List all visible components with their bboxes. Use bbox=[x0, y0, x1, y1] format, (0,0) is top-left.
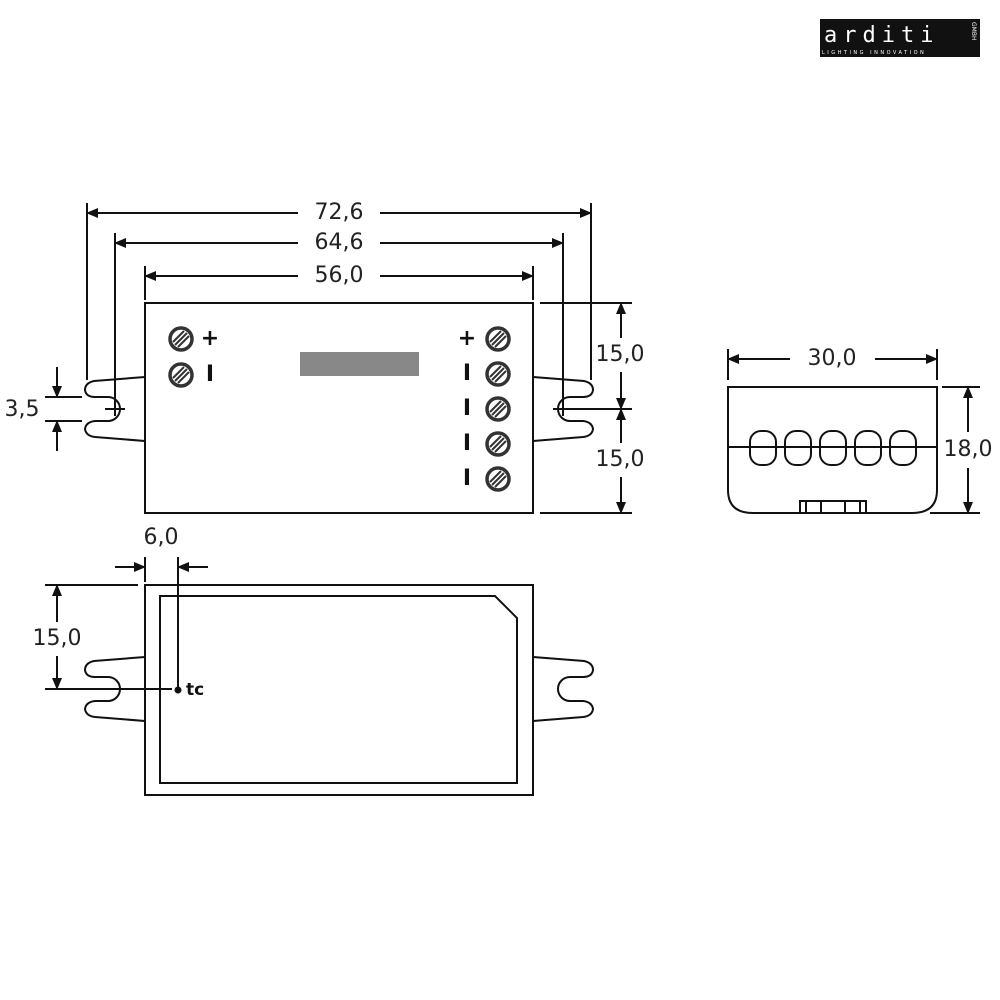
screw-terminal-icon bbox=[485, 396, 511, 422]
svg-text:15,0: 15,0 bbox=[33, 626, 82, 651]
dim-lower-height: 15,0 bbox=[596, 408, 645, 514]
svg-text:LIGHTING INNOVATION: LIGHTING INNOVATION bbox=[822, 50, 926, 56]
bottom-recess bbox=[159, 595, 518, 784]
screw-terminal-icon bbox=[168, 362, 194, 388]
top-view: + I + I I I I 72,6 64,6 56,0 bbox=[5, 200, 645, 514]
dim-overall-width: 72,6 bbox=[86, 200, 592, 225]
screw-terminal-icon bbox=[485, 466, 511, 492]
dim-slot-width: 3,5 bbox=[5, 367, 82, 451]
side-view: 30,0 18,0 bbox=[727, 346, 1000, 514]
svg-text:15,0: 15,0 bbox=[596, 447, 645, 472]
polarity-label: + bbox=[201, 326, 219, 351]
polarity-label: I bbox=[463, 361, 471, 386]
polarity-label: I bbox=[206, 362, 214, 387]
polarity-label: I bbox=[463, 466, 471, 491]
svg-text:72,6: 72,6 bbox=[315, 200, 364, 225]
arditi-logo: arditi GMBH LIGHTING INNOVATION bbox=[820, 19, 980, 57]
svg-text:15,0: 15,0 bbox=[596, 342, 645, 367]
wire-entry bbox=[749, 430, 777, 466]
terminal-left-1: + bbox=[168, 326, 219, 352]
terminal-left-2: I bbox=[168, 362, 214, 388]
bottom-view: 6,0 15,0 tc bbox=[33, 525, 595, 796]
dim-tc-offset-x: 6,0 bbox=[115, 525, 208, 690]
svg-text:3,5: 3,5 bbox=[5, 397, 40, 422]
screw-terminal-icon bbox=[168, 326, 194, 352]
terminal-right-2: I bbox=[463, 361, 511, 387]
polarity-label: + bbox=[458, 326, 476, 351]
label-window bbox=[300, 352, 419, 376]
terminal-right-3: I bbox=[463, 396, 511, 422]
wire-entry-openings bbox=[749, 430, 917, 466]
svg-text:56,0: 56,0 bbox=[315, 263, 364, 288]
bottom-clip bbox=[799, 500, 867, 514]
svg-text:64,6: 64,6 bbox=[315, 230, 364, 255]
wire-entry bbox=[819, 430, 847, 466]
dim-upper-height: 15,0 bbox=[596, 302, 645, 410]
dim-mount-hole-spacing: 64,6 bbox=[114, 230, 564, 255]
right-mounting-tab bbox=[532, 656, 595, 722]
svg-text:18,0: 18,0 bbox=[944, 437, 993, 462]
svg-text:arditi: arditi bbox=[824, 23, 939, 48]
tc-dot bbox=[174, 686, 182, 694]
wire-entry bbox=[784, 430, 812, 466]
terminal-right-1: + bbox=[458, 326, 511, 352]
dim-side-width: 30,0 bbox=[727, 346, 938, 371]
screw-terminal-icon bbox=[485, 431, 511, 457]
screw-terminal-icon bbox=[485, 361, 511, 387]
screw-terminal-icon bbox=[485, 326, 511, 352]
svg-text:6,0: 6,0 bbox=[144, 525, 179, 550]
polarity-label: I bbox=[463, 431, 471, 456]
side-housing bbox=[727, 386, 938, 514]
wire-entry bbox=[854, 430, 882, 466]
tc-label: tc bbox=[186, 680, 204, 700]
housing-body bbox=[144, 302, 534, 514]
svg-text:GMBH: GMBH bbox=[970, 22, 977, 40]
terminal-right-5: I bbox=[463, 466, 511, 492]
svg-text:30,0: 30,0 bbox=[808, 346, 857, 371]
polarity-label: I bbox=[463, 396, 471, 421]
terminal-right-4: I bbox=[463, 431, 511, 457]
tc-point: tc bbox=[174, 680, 204, 700]
dim-body-width: 56,0 bbox=[144, 263, 534, 288]
dim-side-height: 18,0 bbox=[944, 386, 1000, 514]
wire-entry bbox=[889, 430, 917, 466]
dim-tc-offset-y: 15,0 bbox=[33, 584, 172, 690]
